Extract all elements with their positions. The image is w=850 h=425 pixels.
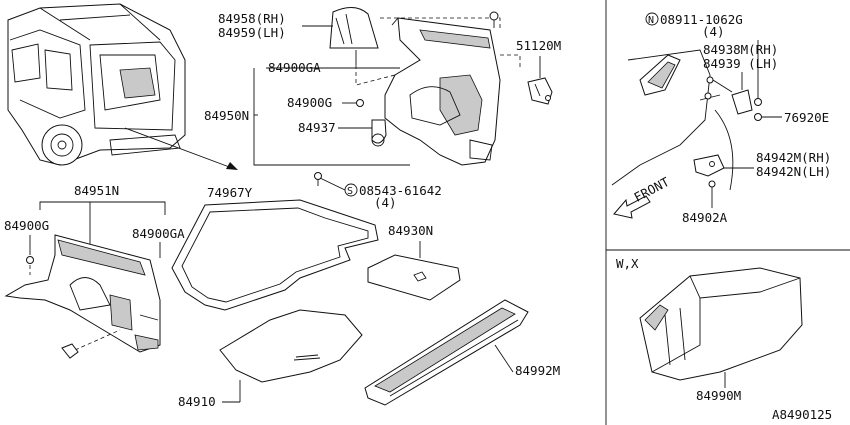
part-84958-lamp-cover (329, 7, 379, 49)
front-label: FRONT (631, 174, 672, 205)
label-08543: 08543-61642 (359, 183, 442, 198)
bolt-icon-upper (706, 76, 714, 84)
vehicle-illustration (7, 3, 186, 166)
label-84950n: 84950N (204, 108, 249, 123)
label-84942n: 84942N(LH) (756, 164, 831, 179)
clip-icon-left (26, 256, 34, 264)
label-84939: 84939 (LH) (703, 56, 778, 71)
label-08911: 08911-1062G (660, 12, 743, 27)
dashed-assembly-box (355, 17, 521, 86)
part-84990m-spare-tire-cover (639, 267, 803, 381)
part-84942-bracket (693, 154, 725, 177)
part-74967y-trunk-mat (171, 199, 379, 311)
label-84900g-left: 84900G (4, 218, 49, 233)
label-84900g-top: 84900G (287, 95, 332, 110)
label-84902a: 84902A (682, 210, 728, 225)
screw-icon (356, 99, 364, 107)
body-panel-illustration (611, 49, 753, 191)
clip-icon-right (754, 113, 762, 121)
fastener-icon (61, 343, 79, 359)
label-84958: 84958(RH) (218, 11, 286, 26)
part-84910-floor-mat (219, 309, 363, 383)
s-symbol-icon: S (344, 183, 358, 197)
part-51120m-bracket (527, 77, 553, 105)
label-84900ga-left: 84900GA (132, 226, 185, 241)
hook-icon (371, 119, 387, 147)
diagram-code: A8490125 (772, 407, 832, 422)
label-84930n: 84930N (388, 223, 433, 238)
pointer-arrow-head (226, 162, 238, 170)
front-arrow-icon (613, 195, 651, 219)
part-84930n-cover (367, 254, 461, 301)
label-84910: 84910 (178, 394, 216, 409)
label-08543-qty: (4) (374, 195, 397, 210)
clip-icon (489, 11, 499, 21)
screw-icon-right (708, 180, 716, 194)
label-76920e: 76920E (784, 110, 829, 125)
part-84992m-sill-plate (364, 299, 529, 406)
bolt-icon-lower (704, 92, 712, 100)
label-51120m: 51120M (516, 38, 561, 53)
pointer-arrow-line (124, 127, 233, 169)
variant-label: W,X (616, 256, 639, 271)
label-08911-qty: (4) (702, 24, 725, 39)
label-84959: 84959(LH) (218, 25, 286, 40)
label-84992m: 84992M (515, 363, 560, 378)
svg-text:S: S (347, 186, 353, 197)
label-84938m: 84938M(RH) (703, 42, 778, 57)
label-84951n: 84951N (74, 183, 119, 198)
label-84937: 84937 (298, 120, 336, 135)
label-74967y: 74967Y (207, 185, 253, 200)
part-84951n-lower-finisher (4, 234, 161, 353)
bolt-icon (314, 172, 322, 186)
nut-icon (754, 98, 762, 106)
n-symbol-icon: N (645, 12, 659, 26)
label-84990m: 84990M (696, 388, 741, 403)
label-84942m: 84942M(RH) (756, 150, 831, 165)
svg-text:N: N (648, 15, 654, 26)
label-84900ga-top: 84900GA (268, 60, 321, 75)
part-84950n-side-finisher (384, 17, 501, 166)
